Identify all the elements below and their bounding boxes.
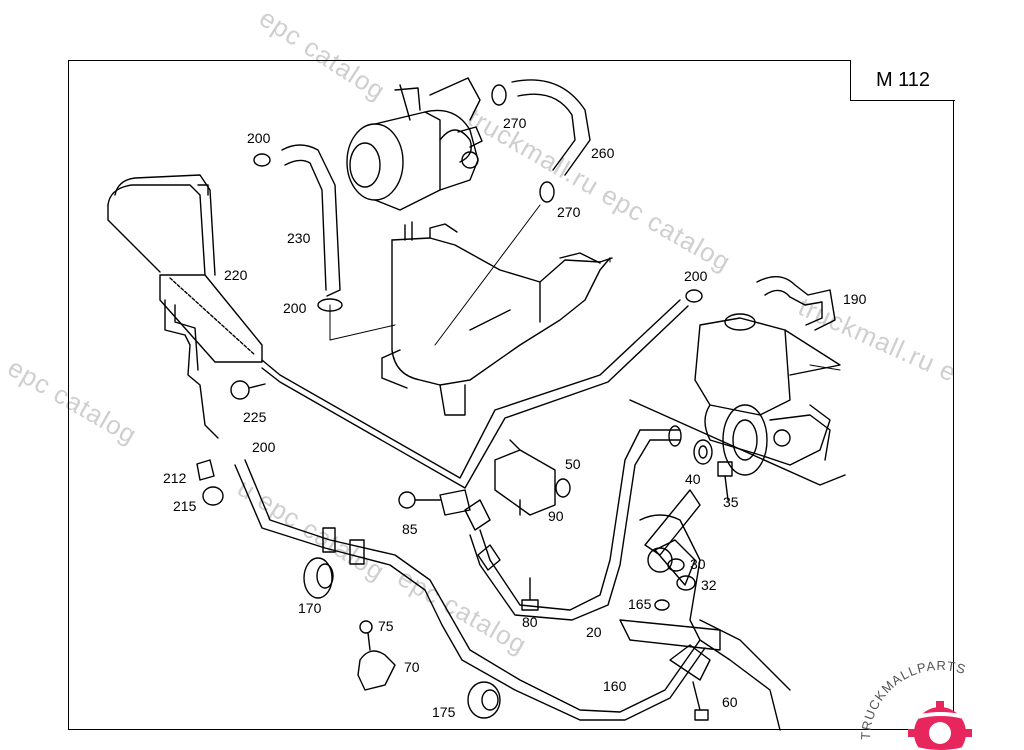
hose-160-drawing bbox=[234, 459, 706, 721]
seal-30-32-drawing bbox=[654, 558, 696, 611]
label-200-top: 200 bbox=[247, 130, 271, 146]
screw-225-drawing bbox=[230, 380, 266, 400]
bracket-50-drawing bbox=[494, 439, 571, 516]
label-190: 190 bbox=[843, 291, 867, 307]
oil-cooler-220-drawing bbox=[107, 174, 263, 439]
label-70: 70 bbox=[404, 659, 420, 675]
label-30: 30 bbox=[690, 556, 706, 572]
bolt-35-drawing bbox=[717, 461, 733, 501]
gear-logo-icon: TRUCKMALLPARTS bbox=[860, 658, 983, 750]
label-170: 170 bbox=[298, 600, 322, 616]
label-60: 60 bbox=[722, 694, 738, 710]
clip-70-drawing bbox=[357, 650, 396, 691]
label-225: 225 bbox=[243, 409, 267, 425]
part-labels: 200 270 260 270 230 220 200 200 190 225 … bbox=[163, 115, 867, 720]
power-steering-pump-drawing bbox=[346, 77, 483, 211]
label-80: 80 bbox=[522, 614, 538, 630]
label-215: 215 bbox=[173, 498, 197, 514]
label-85: 85 bbox=[402, 521, 418, 537]
label-75: 75 bbox=[378, 618, 394, 634]
bushing-170-drawing bbox=[303, 557, 334, 599]
bolt-80-drawing bbox=[521, 577, 539, 611]
clamp-270-upper-drawing bbox=[491, 84, 507, 106]
screw-75-drawing bbox=[359, 620, 373, 651]
steering-gear-drawing bbox=[619, 489, 791, 731]
washer-40-drawing bbox=[693, 439, 713, 465]
bushing-175-drawing bbox=[467, 681, 501, 719]
clamp-200-top-drawing bbox=[253, 153, 271, 167]
label-90: 90 bbox=[548, 508, 564, 524]
label-40: 40 bbox=[685, 471, 701, 487]
return-pipe-drawing bbox=[261, 299, 689, 489]
bolt-85-drawing bbox=[398, 491, 441, 509]
model-code-box: M 112 bbox=[850, 60, 955, 101]
fitting-212-215-drawing bbox=[196, 459, 224, 506]
clamp-200-right-drawing bbox=[685, 289, 703, 303]
label-20: 20 bbox=[586, 624, 602, 640]
label-160: 160 bbox=[603, 678, 627, 694]
leader-lines bbox=[329, 204, 841, 371]
label-200-right: 200 bbox=[684, 268, 708, 284]
clamp-90-drawing bbox=[439, 489, 471, 516]
label-270-lower: 270 bbox=[557, 204, 581, 220]
label-35: 35 bbox=[723, 494, 739, 510]
diagram-frame bbox=[68, 60, 954, 730]
label-165: 165 bbox=[628, 596, 652, 612]
right-pump-reservoir-drawing bbox=[629, 313, 846, 486]
label-220: 220 bbox=[224, 267, 248, 283]
hose-190-drawing bbox=[756, 276, 836, 331]
model-code: M 112 bbox=[875, 68, 931, 91]
label-260: 260 bbox=[591, 145, 615, 161]
label-175: 175 bbox=[432, 704, 456, 720]
label-212: 212 bbox=[163, 470, 187, 486]
label-50: 50 bbox=[565, 456, 581, 472]
label-32: 32 bbox=[701, 577, 717, 593]
reservoir-tank-drawing bbox=[381, 221, 613, 416]
clamp-270-lower-drawing bbox=[539, 181, 555, 203]
label-200-mid: 200 bbox=[283, 300, 307, 316]
pressure-hose-20-drawing bbox=[464, 425, 682, 621]
label-230: 230 bbox=[287, 230, 311, 246]
hose-230-drawing bbox=[281, 144, 341, 297]
label-270-top: 270 bbox=[503, 115, 527, 131]
bolt-60-drawing bbox=[692, 681, 709, 721]
label-200-left: 200 bbox=[252, 439, 276, 455]
hose-260-drawing bbox=[511, 79, 591, 176]
